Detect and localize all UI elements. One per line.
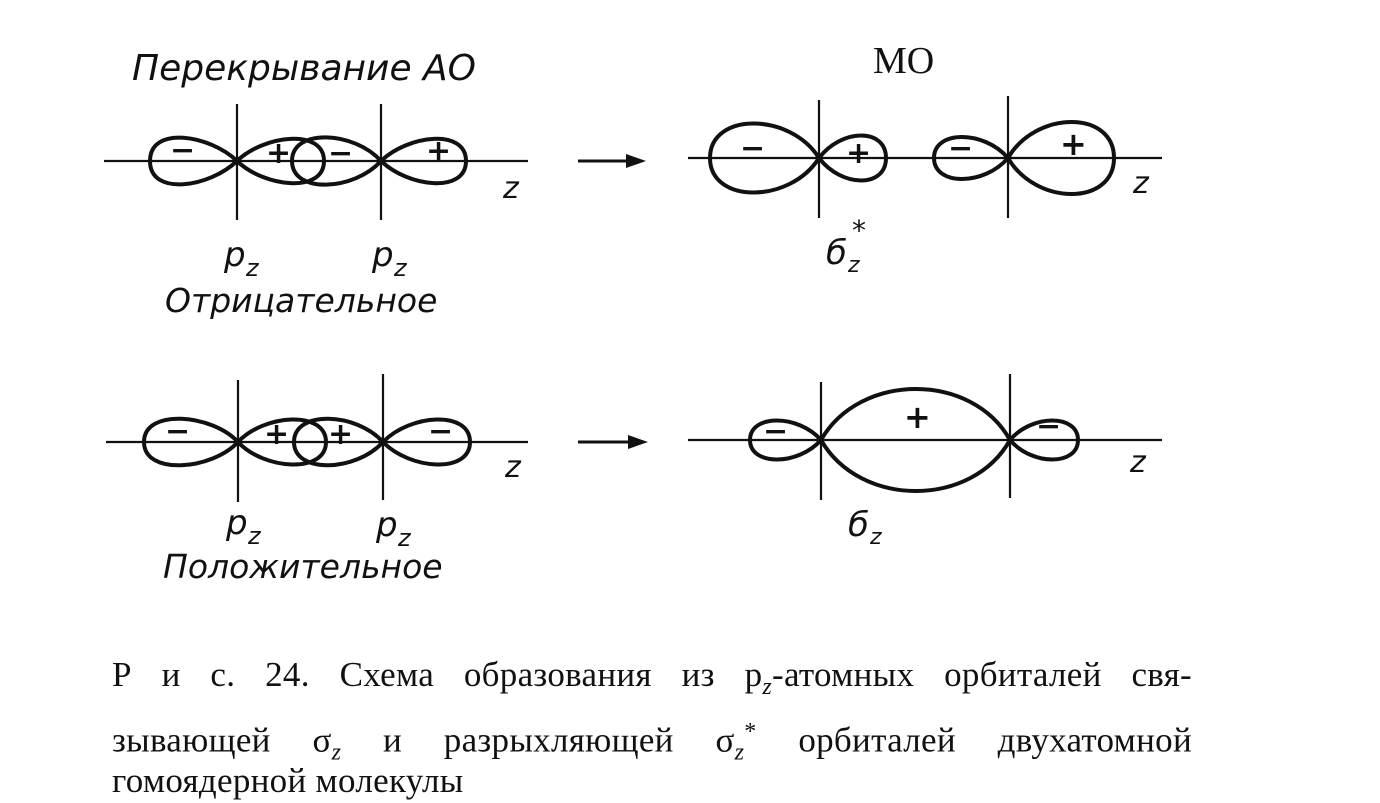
caption-text: орбиталей двухатомной [756,720,1192,760]
sign-plus: + [426,134,451,169]
lobe-plus [379,136,468,186]
caption-line-3: гомоядерной молекулы [112,761,464,800]
orbital-label-sub: z [397,524,412,552]
z-axis-label: z [504,450,522,485]
sign-minus: − [948,131,973,166]
sign-minus: − [763,414,788,449]
sign-plus: + [904,398,931,436]
ao-header: Перекрывание АО [132,48,476,89]
lobe-plus [235,136,326,186]
sign-plus: + [1060,125,1087,163]
orbital-label-sub: z [393,254,408,282]
lobe-plus [236,417,328,467]
lobe-minus [381,417,472,467]
overlap-caption-positive: Положительное [163,547,443,586]
lobe-minus [932,135,1010,181]
mo-label-star: * [852,214,866,247]
sign-minus: − [328,136,353,171]
sign-plus: + [264,417,289,452]
mo-antibonding: − + − + z б z * [688,96,1162,278]
sign-plus: + [846,136,871,171]
sign-plus: + [328,417,353,452]
mo-label-antibonding: б [826,233,847,273]
sign-plus: + [266,136,291,171]
lobe-minus [708,121,821,195]
caption-text: и разрыхляющей σ [341,720,735,760]
lobe-plus [817,133,888,183]
lobe-plus [1006,120,1116,196]
arrow-head [628,435,648,449]
orbital-label-right: p [371,235,394,275]
caption-sub: z [762,674,773,700]
orbital-label-right: p [375,505,398,545]
z-axis-label: z [1132,166,1150,201]
z-axis-label: z [1129,445,1147,480]
caption-sup: * [744,719,757,745]
mo-label-bonding: б [848,505,869,545]
sign-minus: − [1036,409,1061,444]
lobe-plus [292,416,385,468]
caption-line-1: Р и с. 24. Схема образования из pz-атомн… [112,652,1192,710]
orbital-label-sub: z [247,522,262,550]
arrow-head [626,154,646,168]
caption-text: зывающей σ [112,720,332,760]
figure-caption: Р и с. 24. Схема образования из pz-атомн… [112,652,1192,800]
orbital-label-left: p [225,503,248,543]
ao-negative-overlap: − + − + z p z p z Отрицательное [104,104,528,320]
ao-positive-overlap: − + + − z p z p z Положительное [106,374,528,586]
sign-minus: − [740,131,765,166]
sign-minus: − [165,414,190,449]
overlap-caption-negative: Отрицательное [165,281,437,320]
mo-header: МО [873,40,934,82]
mo-label-sub: z [847,253,860,278]
mo-bonding: − + − z б z [688,374,1162,550]
caption-text: -атомных орбиталей свя- [772,655,1192,694]
caption-line-2: зывающей σz и разрыхляющей σz* орбиталей… [112,710,1192,776]
lobe-minus [290,135,383,187]
orbital-label-left: p [223,235,246,275]
orbital-diagram: Перекрывание АО МО − + − + z p z p z Отр… [104,40,1162,586]
lobe-minus [1008,418,1080,462]
orbital-label-sub: z [245,254,260,282]
z-axis-label: z [502,171,520,206]
caption-text: Р и с. 24. Схема образования из p [112,655,763,694]
lobe-minus [748,418,823,462]
sign-minus: − [170,133,195,168]
lobe-minus [148,135,239,187]
caption-sub: z [331,739,342,766]
mo-label-sub: z [869,525,882,550]
lobe-minus [142,416,240,468]
caption-sub: z [734,739,745,766]
sign-minus: − [428,414,453,449]
